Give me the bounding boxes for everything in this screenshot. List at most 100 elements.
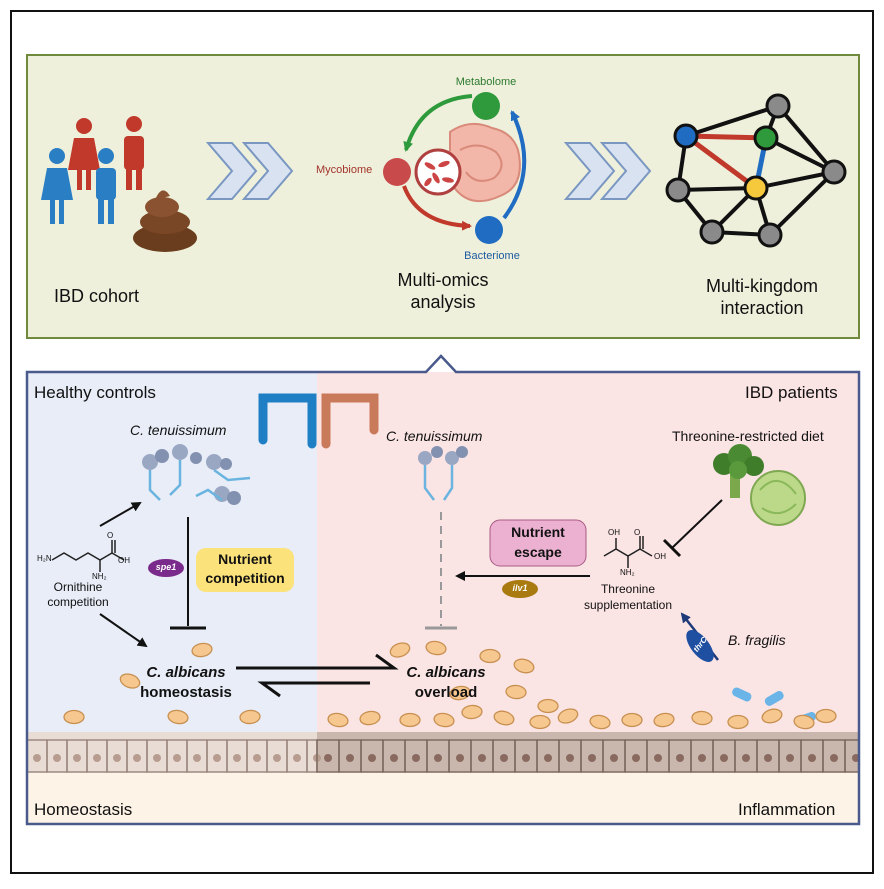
c-tenuissimum-left-icon <box>142 444 251 505</box>
cell-nucleus <box>233 754 241 762</box>
yeast-cell <box>433 712 455 728</box>
yeast-cell <box>63 709 85 725</box>
epithelium <box>26 732 860 773</box>
cell-nucleus <box>253 754 261 762</box>
yeast-cell <box>621 712 643 728</box>
cell-nucleus <box>610 754 618 762</box>
mycobiome-label: Mycobiome <box>316 164 373 176</box>
cell-nucleus <box>33 754 41 762</box>
equilibrium-arrows <box>236 653 399 698</box>
mycobiome-node <box>383 158 411 186</box>
ornithine-oh: OH <box>118 556 130 565</box>
c-albicans-cells <box>63 640 837 730</box>
nutrient-escape-line2: escape <box>514 544 562 560</box>
ilv1-badge <box>502 580 538 598</box>
analysis-line2: analysis <box>410 292 476 312</box>
cell-nucleus <box>368 754 376 762</box>
bottom-frame <box>25 354 861 826</box>
cell-nucleus <box>742 754 750 762</box>
cell-nucleus <box>324 754 332 762</box>
cell-nucleus <box>412 754 420 762</box>
yeast-cell <box>359 710 381 726</box>
cell-nucleus <box>632 754 640 762</box>
yeast-cell <box>449 685 471 701</box>
cell-nucleus <box>478 754 486 762</box>
cohort-label: IBD cohort <box>54 286 140 306</box>
threonine-nh2: NH₂ <box>620 568 635 577</box>
homeostasis-label: Homeostasis <box>34 800 133 819</box>
yeast-cell <box>761 708 783 724</box>
cell-nucleus <box>346 754 354 762</box>
yeast-cell <box>513 658 535 674</box>
yeast-cell <box>815 708 837 724</box>
threonine-oh2: OH <box>654 552 666 561</box>
threonine-restricted-diet-label: Threonine-restricted diet <box>672 428 824 444</box>
ornithine-nh2: NH₂ <box>92 572 107 581</box>
yeast-cell <box>119 673 141 689</box>
yeast-cell <box>425 640 447 656</box>
cell-nucleus <box>173 754 181 762</box>
multi-omics-cycle <box>383 92 527 244</box>
b-fragilis-label: B. fragilis <box>728 632 786 648</box>
yeast-cell <box>461 704 483 720</box>
yeast-cell <box>537 698 559 714</box>
bacteriome-node <box>475 216 503 244</box>
c-tenuissimum-right-icon <box>418 446 468 501</box>
threonine-structure <box>603 536 653 568</box>
spe1-badge <box>148 559 184 577</box>
yeast-cell <box>589 714 611 730</box>
cell-nucleus <box>434 754 442 762</box>
cell-nucleus <box>93 754 101 762</box>
ibd-bg <box>317 372 859 732</box>
inflammation-label: Inflammation <box>738 800 836 819</box>
stool-sample-icon <box>133 190 197 252</box>
yeast-cell <box>327 712 349 728</box>
threonine-line2: supplementation <box>583 598 673 612</box>
bottom-strip-bg <box>27 772 859 824</box>
yeast-cell <box>793 714 815 730</box>
ornithine-structure <box>51 540 125 572</box>
yeast-cell <box>399 712 421 728</box>
cell-nucleus <box>588 754 596 762</box>
cell-nucleus <box>808 754 816 762</box>
nutrient-competition-line2: competition <box>205 570 285 586</box>
yeast-cell <box>479 648 501 664</box>
cell-nucleus <box>830 754 838 762</box>
thrC-badge <box>686 630 714 662</box>
bacteriome-label: Bacteriome <box>464 250 520 262</box>
c-tenuissimum-right-label: C. tenuissimum <box>386 428 483 444</box>
broccoli-icon <box>713 444 764 498</box>
cell-nucleus <box>676 754 684 762</box>
ornithine-line1: Ornithine <box>53 580 103 594</box>
cell-nucleus <box>153 754 161 762</box>
nutrient-competition-box <box>196 548 294 592</box>
healthy-controls-label: Healthy controls <box>34 383 156 402</box>
chevron-arrows-1 <box>205 142 294 200</box>
ilv1-label: ilv1 <box>512 583 528 593</box>
c-albicans-right-line2: overload <box>414 684 478 701</box>
diet-inhibit-line <box>671 499 723 549</box>
cell-nucleus <box>273 754 281 762</box>
cell-nucleus <box>544 754 552 762</box>
cell-nucleus <box>53 754 61 762</box>
ornithine-h2n: H₂N <box>37 554 52 563</box>
cell-nucleus <box>390 754 398 762</box>
yeast-cell <box>691 710 713 726</box>
interaction-line2: interaction <box>720 298 804 318</box>
metabolome-node <box>472 92 500 120</box>
c-tenuissimum-left-label: C. tenuissimum <box>130 422 227 438</box>
yeast-cell <box>653 712 675 728</box>
cell-nucleus <box>213 754 221 762</box>
yeast-cell <box>727 714 749 730</box>
c-albicans-left-line2: homeostasis <box>140 684 232 701</box>
yeast-cell <box>167 709 189 725</box>
nutrient-escape-box <box>489 519 587 567</box>
cell-nucleus <box>133 754 141 762</box>
cell-nucleus <box>73 754 81 762</box>
yeast-cell <box>389 642 411 658</box>
threonine-oh: OH <box>608 528 620 537</box>
cell-nucleus <box>193 754 201 762</box>
cell-nucleus <box>720 754 728 762</box>
cell-nucleus <box>566 754 574 762</box>
